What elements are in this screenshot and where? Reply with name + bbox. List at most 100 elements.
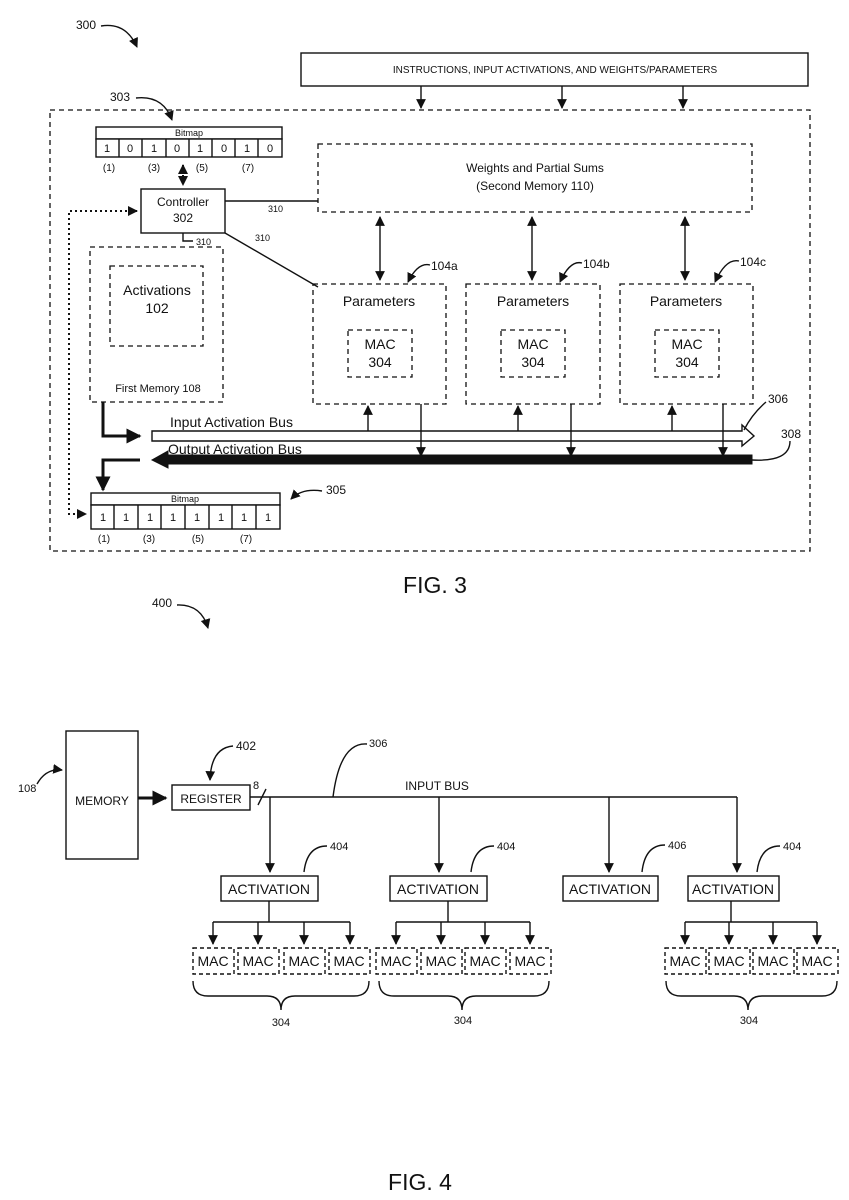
activation-ref-leader: [470, 845, 495, 873]
mac-label: MAC: [469, 953, 500, 969]
bitmap-bit: 1: [244, 143, 250, 155]
bitmap-bit: 0: [267, 143, 273, 155]
mac-label: MAC: [713, 953, 744, 969]
mac-box: [500, 329, 566, 378]
mac-box: [654, 329, 720, 378]
bitmap-top-leader: [135, 96, 174, 121]
register-box: [171, 784, 251, 811]
input-bus-ref: 306: [768, 392, 788, 406]
bitmap-bottom-ref: 305: [326, 483, 346, 497]
mac-brace: [665, 980, 838, 1011]
bitmap-bit: 0: [174, 143, 180, 155]
bitmap-bit: 1: [170, 512, 176, 524]
conn-label: 310: [196, 237, 211, 247]
mac-ref: 304: [368, 354, 392, 370]
output-activation-bus: [150, 450, 753, 469]
bitmap-index: (1): [98, 534, 110, 545]
mac-label: MAC: [364, 336, 395, 352]
activation-label: ACTIVATION: [569, 881, 651, 897]
pe-ref-leader: [714, 259, 740, 283]
activation-ref: 404: [330, 841, 348, 853]
bitmap-index: (1): [103, 163, 115, 174]
bitmap-bottom: Bitmap 1 1 1 1 1 1 1 1 (1) (3) (5) (7): [90, 492, 281, 545]
weights-line2: (Second Memory 110): [476, 179, 594, 193]
mac-label: MAC: [517, 336, 548, 352]
activation-group-1: 404 ACTIVATION MAC MAC MAC MAC 304: [192, 797, 371, 1029]
brace-ref: 304: [454, 1015, 472, 1027]
first-memory-box: [89, 246, 224, 403]
mac-label: MAC: [671, 336, 702, 352]
pe-ref: 104a: [431, 259, 458, 273]
weights-box: [317, 143, 753, 213]
brace-ref: 304: [740, 1015, 758, 1027]
controller-name: Controller: [157, 195, 209, 209]
fig3-ref-leader: [100, 24, 138, 48]
fig3-ref: 300: [76, 18, 96, 32]
instructions-label: INSTRUCTIONS, INPUT ACTIVATIONS, AND WEI…: [393, 65, 718, 76]
mac-box: [464, 947, 507, 975]
output-bus-label: Output Activation Bus: [168, 441, 302, 457]
mac-brace: [378, 980, 550, 1011]
activation-group-4: 404 ACTIVATION MAC MAC MAC MAC 304: [664, 797, 839, 1027]
bitmap-bit: 1: [194, 512, 200, 524]
mac-ref: 304: [521, 354, 545, 370]
input-bus-label: INPUT BUS: [405, 779, 469, 793]
output-bus-ref: 308: [781, 427, 801, 441]
activations-name: Activations: [123, 282, 191, 298]
bitmap-bit: 1: [241, 512, 247, 524]
pe-title: Parameters: [497, 293, 569, 309]
bitmap-bottom-title: Bitmap: [171, 494, 199, 504]
fig4: 400 108 MEMORY 402 REGISTER 8 INPUT BUS …: [18, 596, 839, 1195]
bitmap-index: (7): [240, 534, 252, 545]
memory-ref: 108: [18, 783, 36, 795]
mac-label: MAC: [514, 953, 545, 969]
bitmap-bit: 1: [197, 143, 203, 155]
mac-brace: [192, 980, 370, 1011]
bus-width: 8: [253, 780, 259, 792]
bitmap-index: (7): [242, 163, 254, 174]
register-ref: 402: [236, 739, 256, 753]
controller-pe-link: [224, 232, 319, 288]
fig3: 300 INSTRUCTIONS, INPUT ACTIVATIONS, AND…: [49, 18, 811, 598]
first-memory-label: First Memory 108: [115, 383, 201, 395]
mac-box: [328, 947, 371, 975]
pe-box: [465, 283, 601, 405]
bitmap-bit: 1: [147, 512, 153, 524]
activations-number: 102: [145, 300, 169, 316]
activation-ref: 404: [497, 841, 515, 853]
mac-label: MAC: [242, 953, 273, 969]
weights-line1: Weights and Partial Sums: [466, 161, 604, 175]
bus-width-slash: [257, 788, 267, 806]
bitmap-bit: 0: [127, 143, 133, 155]
activation-ref: 404: [783, 841, 801, 853]
mac-label: MAC: [801, 953, 832, 969]
mac-label: MAC: [288, 953, 319, 969]
conn-label: 310: [255, 233, 270, 243]
activation-ref: 406: [668, 840, 686, 852]
mac-box: [237, 947, 280, 975]
pe-ref-leader: [559, 261, 583, 283]
memory-box: [65, 730, 139, 860]
instructions-box: [300, 52, 809, 87]
mac-box: [375, 947, 418, 975]
pe-unit-104b: 104b Parameters MAC 304: [465, 216, 610, 457]
pe-box: [312, 283, 447, 405]
input-bus-label: Input Activation Bus: [170, 414, 293, 430]
fig4-ref-leader: [176, 604, 211, 629]
mac-box: [664, 947, 707, 975]
bitmap-index: (5): [192, 534, 204, 545]
mac-label: MAC: [669, 953, 700, 969]
activation-box: [389, 875, 488, 902]
pe-ref: 104c: [740, 255, 766, 269]
mac-label: MAC: [197, 953, 228, 969]
mac-box: [752, 947, 795, 975]
controller-box: [140, 188, 226, 234]
mac-label: MAC: [757, 953, 788, 969]
controller-memory-link: [182, 233, 193, 242]
bitmap-bit: 1: [265, 512, 271, 524]
brace-ref: 304: [272, 1017, 290, 1029]
mac-box: [420, 947, 463, 975]
input-bus-leader: [332, 743, 368, 798]
activation-box: [687, 875, 780, 902]
